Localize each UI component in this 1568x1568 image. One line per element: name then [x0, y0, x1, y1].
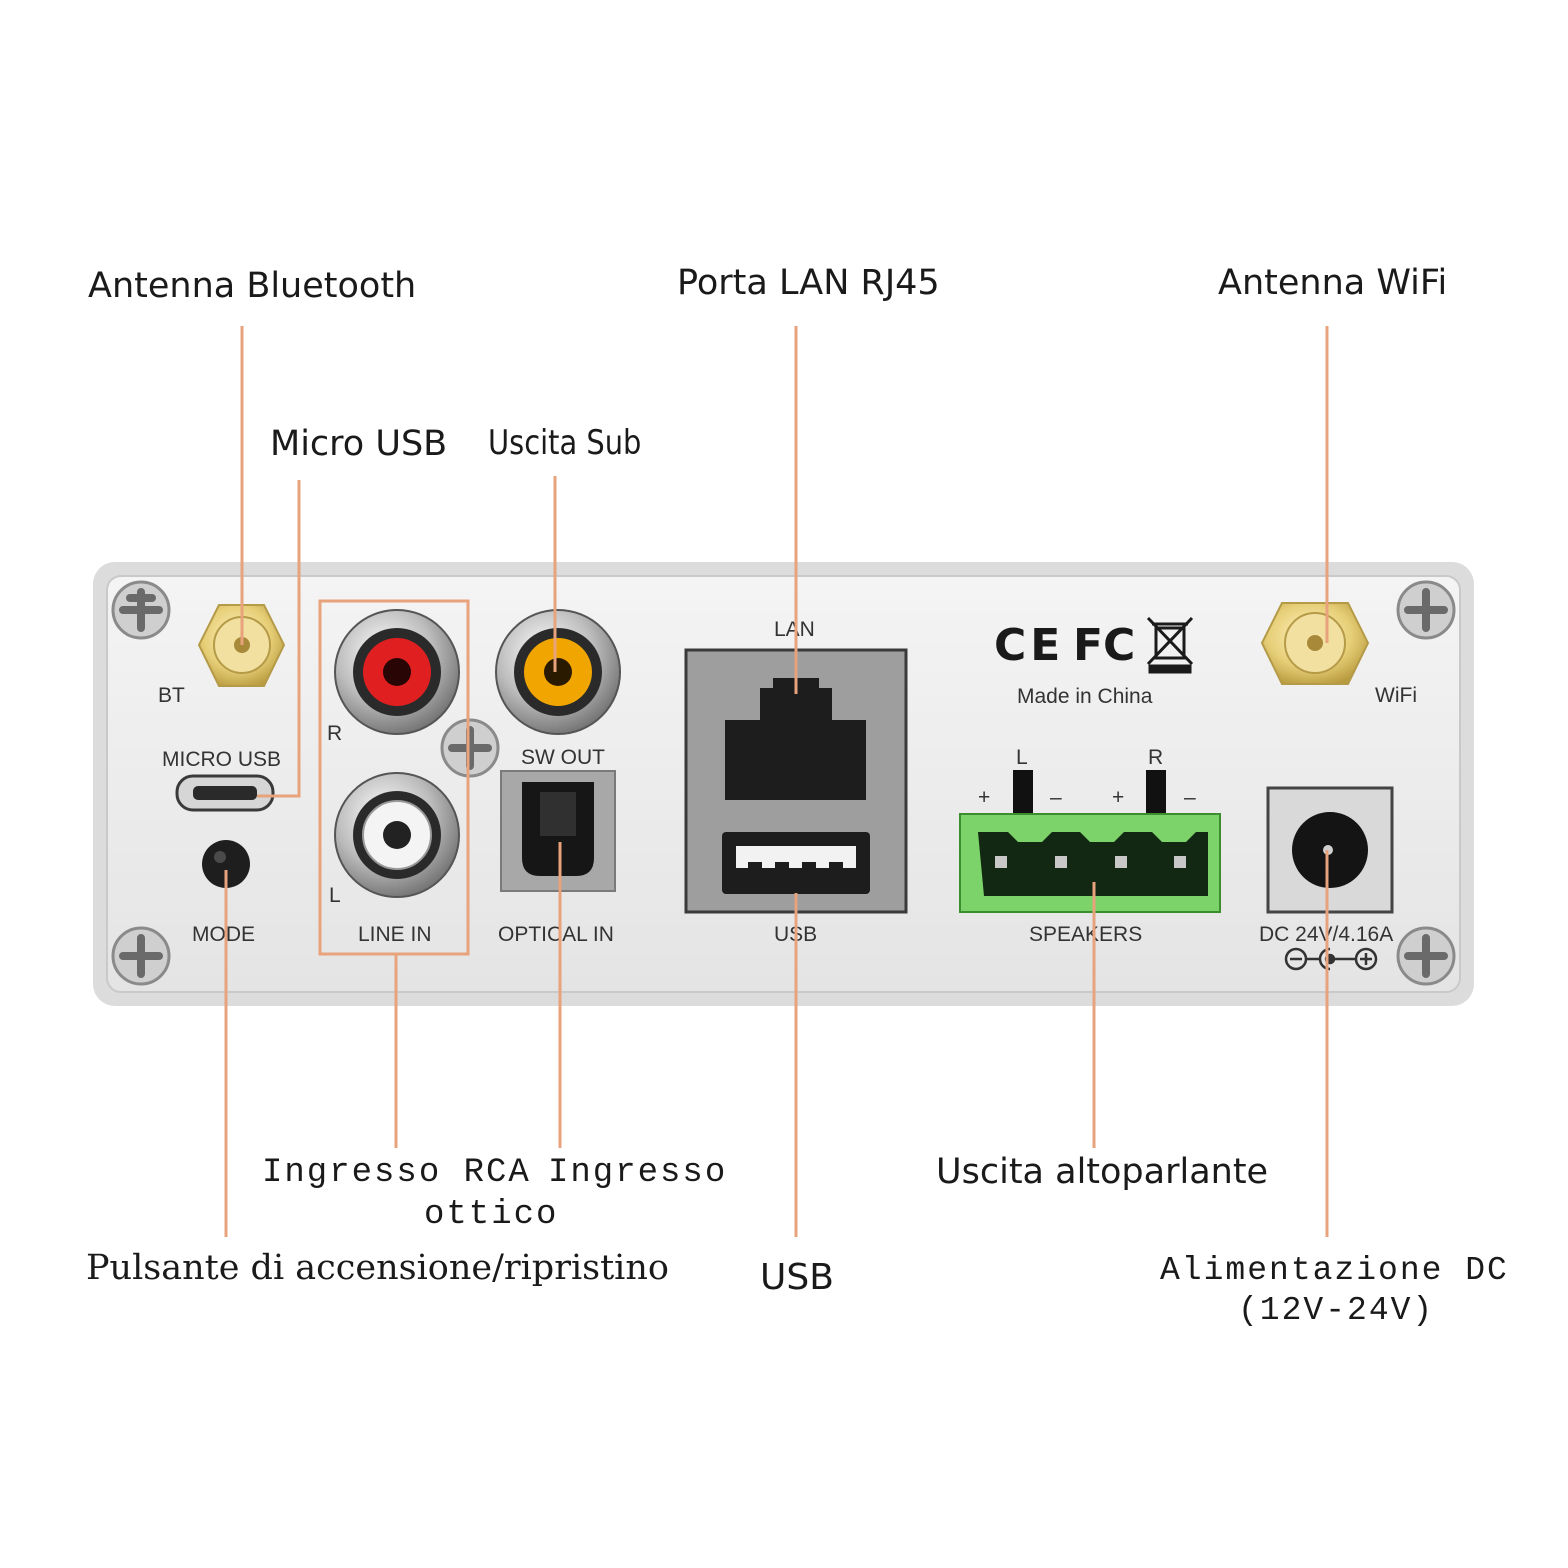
screw-icon	[1396, 926, 1456, 986]
speaker-minus-1: –	[1050, 786, 1062, 809]
lan-label: LAN	[774, 618, 815, 641]
optical-in-label: OPTICAL IN	[498, 923, 614, 946]
callout-porta-lan: Porta LAN RJ45	[677, 263, 940, 303]
callout-antenna-bluetooth: Antenna Bluetooth	[88, 266, 417, 306]
rca-left-jack	[334, 772, 460, 898]
screw-icon	[111, 580, 171, 640]
speaker-plus-1: +	[978, 786, 990, 809]
screw-icon	[1396, 580, 1456, 640]
speaker-l-label: L	[1016, 746, 1028, 769]
weee-bin-icon	[1146, 616, 1194, 674]
rca-right-jack	[334, 609, 460, 735]
callout-ingresso-ottico-line1: Ingresso	[548, 1154, 728, 1192]
callout-ingresso-ottico-line2: ottico	[424, 1196, 559, 1234]
micro-usb-port	[175, 774, 275, 812]
optical-in-port	[500, 770, 616, 892]
dc-power-jack	[1266, 786, 1394, 914]
callout-alimentazione-line2: (12V-24V)	[1238, 1292, 1435, 1329]
screw-icon	[440, 718, 500, 778]
rca-r-label: R	[327, 722, 342, 745]
ce-mark: CE	[994, 620, 1064, 671]
callout-antenna-wifi: Antenna WiFi	[1218, 263, 1448, 303]
speaker-minus-2: –	[1184, 786, 1196, 809]
rca-l-label: L	[329, 884, 341, 907]
line-in-highlight-box	[318, 599, 470, 956]
speakers-label: SPEAKERS	[1029, 923, 1142, 946]
mode-button	[202, 840, 250, 888]
speaker-r-label: R	[1148, 746, 1163, 769]
speaker-plus-2: +	[1112, 786, 1124, 809]
callout-micro-usb: Micro USB	[270, 424, 448, 464]
callout-pulsante: Pulsante di accensione/ripristino	[86, 1248, 669, 1288]
bt-antenna-connector	[197, 604, 286, 687]
fc-mark: FC	[1073, 620, 1135, 671]
callout-ingresso-rca: Ingresso RCA	[262, 1154, 531, 1192]
sw-out-label: SW OUT	[521, 746, 605, 769]
wifi-label: WiFi	[1375, 684, 1417, 707]
screw-icon	[111, 926, 171, 986]
micro-usb-label: MICRO USB	[162, 748, 281, 771]
callout-uscita-altoparlante: Uscita altoparlante	[936, 1152, 1269, 1192]
callout-uscita-sub: Uscita Sub	[488, 423, 642, 463]
callout-alimentazione-line1: Alimentazione DC	[1160, 1252, 1509, 1289]
bt-label: BT	[158, 684, 185, 707]
wifi-antenna-connector	[1260, 602, 1370, 685]
lan-port	[725, 720, 866, 800]
callout-usb: USB	[760, 1257, 834, 1298]
speaker-terminal	[959, 770, 1221, 913]
polarity-symbol-icon	[1284, 947, 1378, 971]
leader-micro-usb	[257, 480, 301, 798]
leader-lines	[224, 326, 1329, 1237]
made-in-label: Made in China	[1017, 685, 1153, 708]
line-in-label: LINE IN	[358, 923, 432, 946]
sw-out-jack	[495, 609, 621, 735]
mode-label: MODE	[192, 923, 255, 946]
